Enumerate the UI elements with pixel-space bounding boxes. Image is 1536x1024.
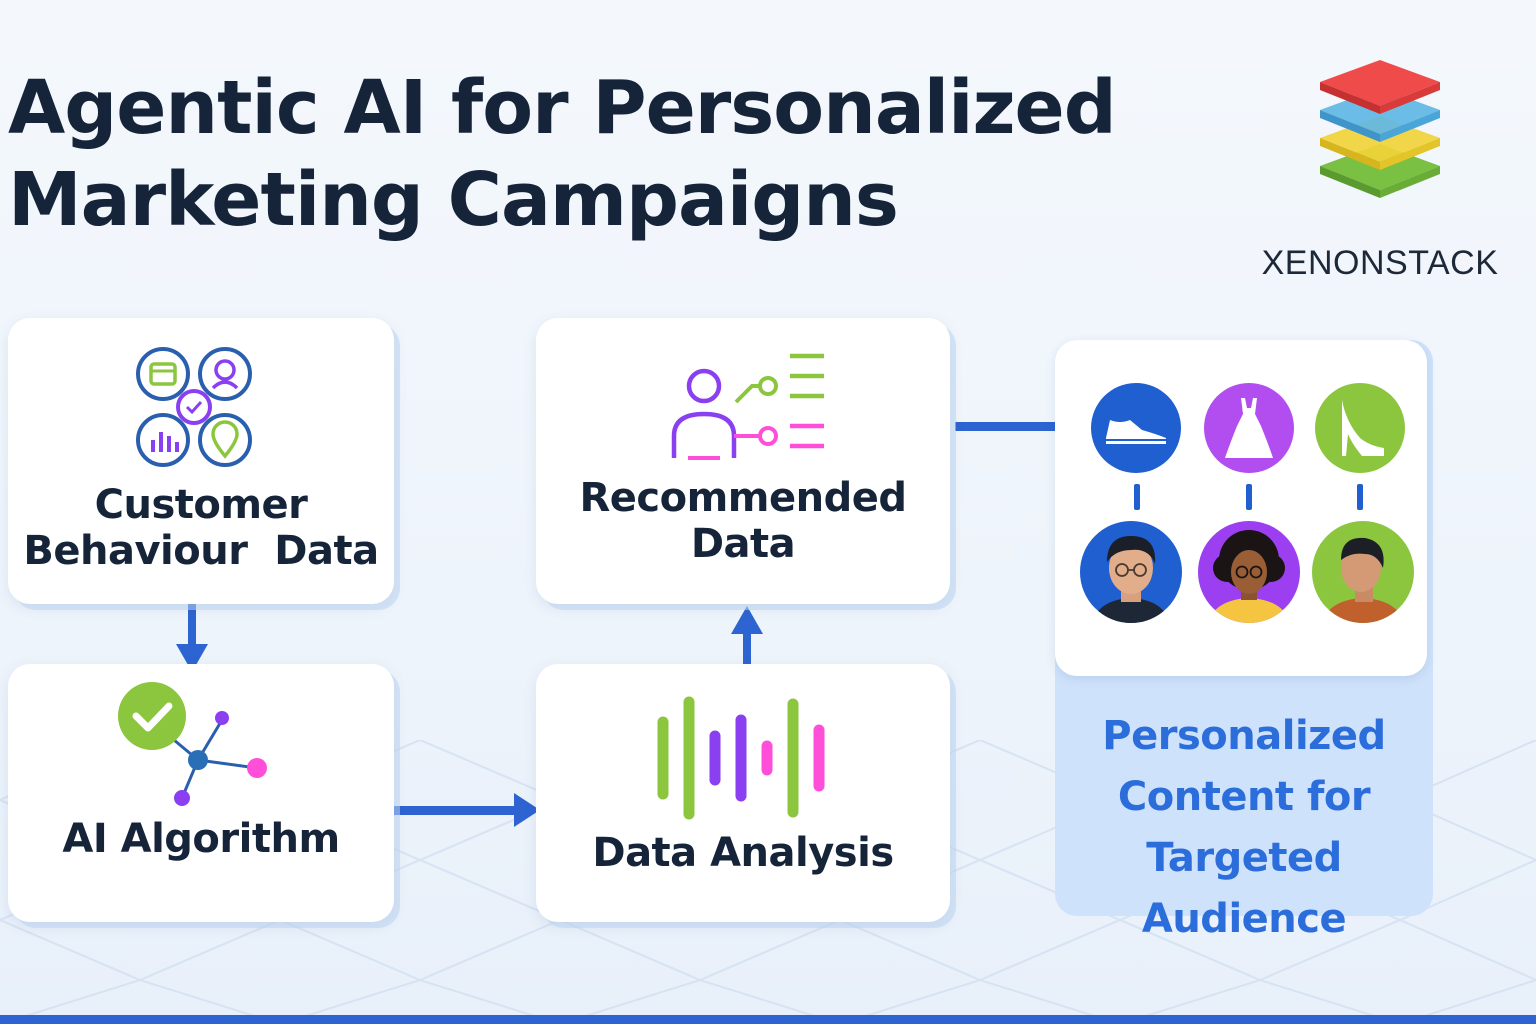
data-analysis-label: Data Analysis: [592, 830, 894, 876]
ai-algorithm-card: AI Algorithm: [8, 664, 394, 922]
title-line-1: Agentic AI for Personalized: [8, 65, 1117, 151]
high-heel-icon: [1315, 383, 1405, 473]
person-avatar: [1312, 521, 1414, 623]
customer-behaviour-card: Customer Behaviour Data: [8, 318, 394, 604]
waveform-icon: [657, 696, 825, 820]
customer-data-icon: [136, 347, 252, 467]
ai-algorithm-label: AI Algorithm: [62, 816, 340, 862]
recommended-data-label: Recommended Data: [536, 475, 950, 567]
audience-card: [1055, 340, 1427, 676]
output-line-2: Content for: [1117, 774, 1371, 820]
brand-logo: XENONSTACK: [1252, 48, 1508, 282]
customer-behaviour-line-1: Customer: [94, 482, 308, 528]
stacked-layers-icon: [1320, 60, 1440, 198]
woman-avatar: [1198, 521, 1300, 623]
man-avatar: [1080, 521, 1182, 623]
bottom-accent-bar: [0, 1015, 1536, 1024]
customer-behaviour-line-2: Behaviour Data: [23, 528, 379, 574]
recommended-data-card: Recommended Data: [536, 318, 950, 604]
customer-behaviour-label: Customer Behaviour Data: [8, 482, 394, 574]
recommendation-icon: [671, 353, 824, 460]
sneaker-icon: [1091, 383, 1181, 473]
personalized-content-panel: Personalized Content for Targeted Audien…: [1055, 340, 1433, 942]
brand-name: XENONSTACK: [1261, 244, 1499, 282]
data-analysis-card: Data Analysis: [536, 664, 950, 922]
recommended-line-2: Data: [690, 521, 796, 567]
output-line-3: Targeted Audience: [1141, 835, 1347, 942]
output-line-1: Personalized: [1102, 713, 1386, 759]
product-audience-connectors: [1134, 484, 1363, 510]
dress-icon: [1204, 383, 1294, 473]
ai-network-icon: [118, 682, 267, 806]
page-title: Agentic AI for Personalized Marketing Ca…: [8, 62, 1117, 246]
recommended-line-1: Recommended: [579, 475, 907, 521]
title-line-2: Marketing Campaigns: [8, 157, 899, 243]
personalized-content-label: Personalized Content for Targeted Audien…: [1055, 706, 1433, 950]
